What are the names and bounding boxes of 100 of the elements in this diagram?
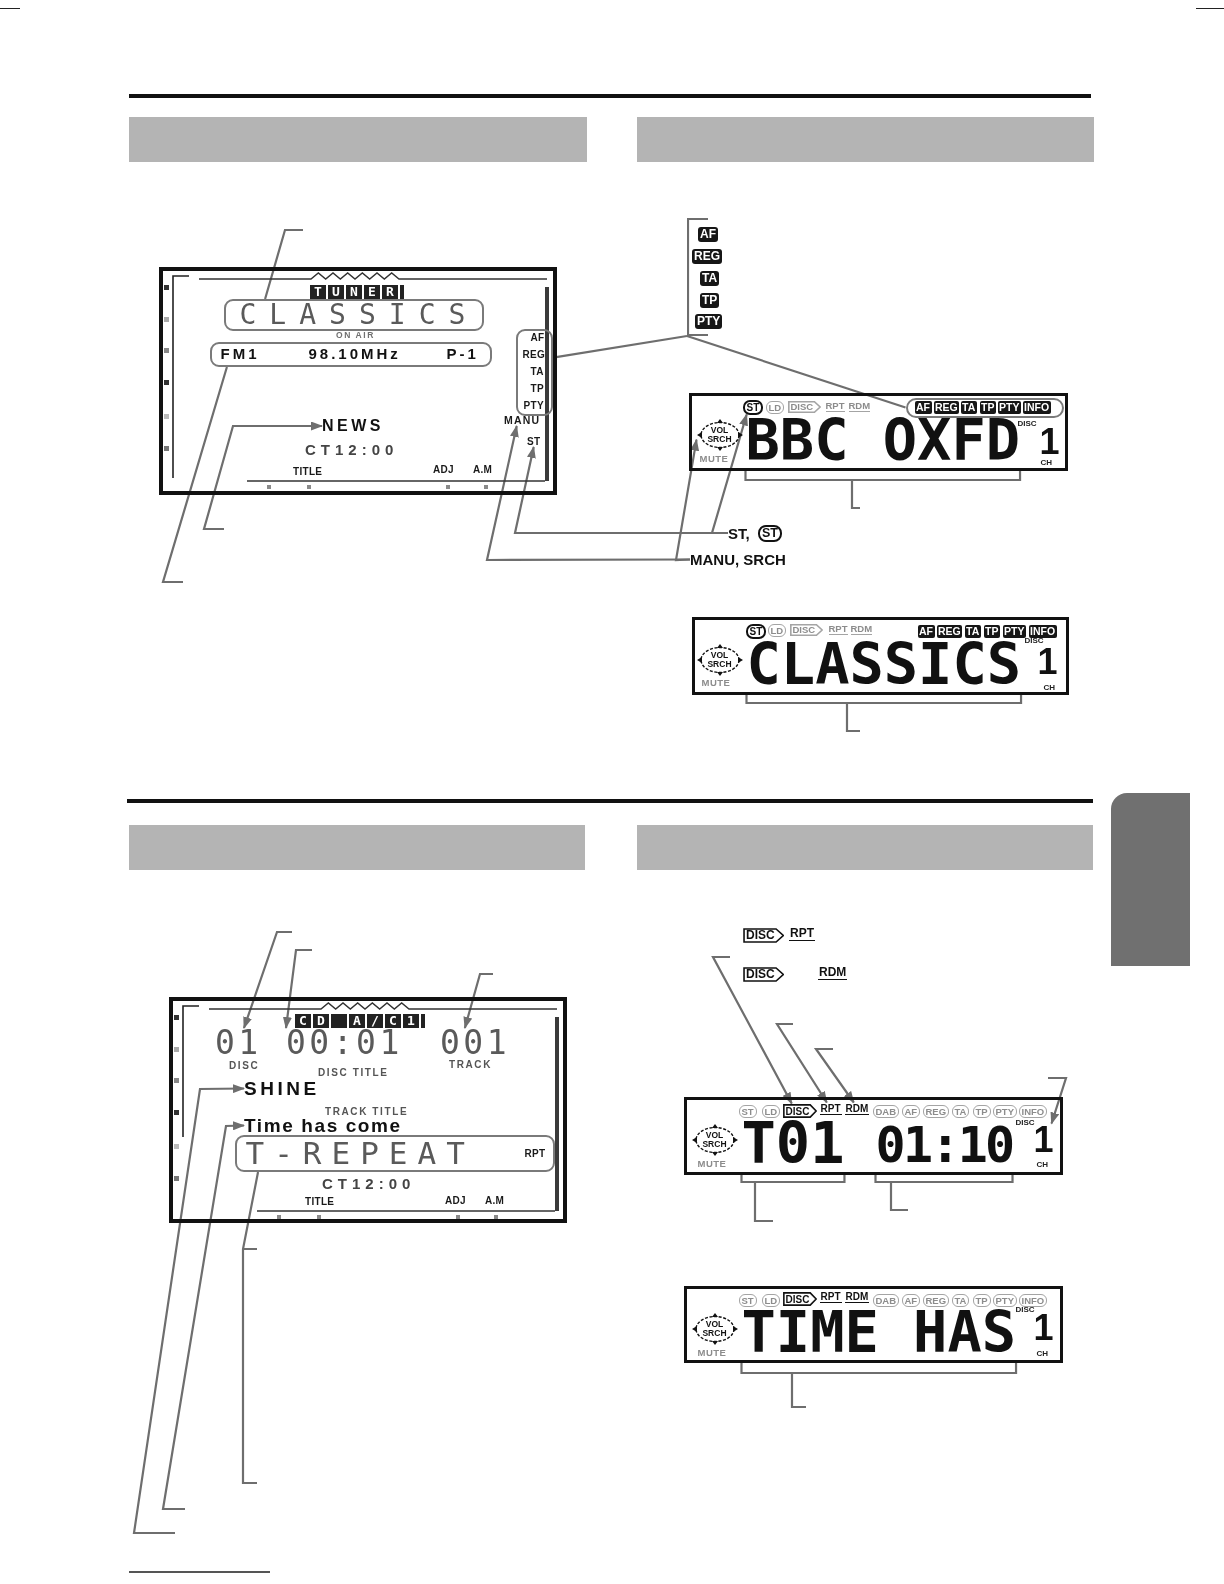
tag-indicator: DISC [782, 1103, 818, 1118]
indicator-label: VOL SRCH [701, 1319, 728, 1338]
indicator-label: VOL SRCH [701, 1130, 728, 1149]
inverted-indicator: PTY [1002, 624, 1026, 638]
arrow [161, 1121, 245, 1511]
arrow [1048, 1076, 1068, 1125]
display-panel [159, 267, 557, 495]
indicator-label: CH [1036, 1159, 1049, 1169]
indicator-label: DISC [1015, 1117, 1035, 1127]
indicator-label: DISC [1015, 1304, 1035, 1314]
callout-text: ST, [728, 525, 750, 542]
inverted-indicator: TP [979, 400, 996, 414]
display-text: P-1 [446, 345, 479, 362]
segment-text: 01:10 [875, 1119, 1013, 1175]
indicator-label: ST [527, 436, 541, 447]
indicator-label: TRACK [449, 1059, 492, 1070]
indicator-label: REG [522, 348, 546, 360]
inverted-indicator: REG [933, 400, 960, 414]
unlit-indicator: TP [972, 1104, 991, 1118]
unlit-indicator: LD [767, 623, 787, 637]
clock-text: CT12:00 [305, 442, 399, 458]
unlit-indicator: REG [922, 1293, 950, 1307]
unlit-indicator: TA [951, 1293, 970, 1307]
indicator-label: MANU [504, 414, 541, 426]
leader-line [740, 1361, 1018, 1409]
highlight-frame [905, 397, 1064, 418]
tag-indicator: DISC [743, 928, 784, 943]
inverted-indicator: REG [692, 249, 722, 264]
inverted-indicator: INFO [1022, 400, 1051, 414]
indicator-label: DISC [1024, 635, 1044, 645]
unlit-indicator: PTY [992, 1104, 1017, 1118]
unlit-indicator: DISC [787, 400, 822, 413]
indicator-label: ADJ [445, 1195, 466, 1206]
indicator-label: TP [530, 382, 544, 394]
unlit-indicator: PTY [992, 1293, 1017, 1307]
leader-line [264, 228, 303, 300]
highlight-frame [235, 1135, 555, 1172]
unlit-indicator: INFO [1018, 1293, 1048, 1307]
indicator-label: A.M [485, 1195, 505, 1206]
inverted-indicator: TP [700, 293, 720, 308]
display-text: FM1 [220, 345, 260, 362]
unlit-indicator: AF [901, 1293, 921, 1307]
tag-indicator: DISC [782, 1291, 818, 1306]
unlit-indicator: RDM [850, 622, 873, 635]
indicator-label: TRACK TITLE [325, 1106, 409, 1117]
indicator-label: CH [1040, 457, 1053, 467]
unlit-indicator: LD [765, 400, 785, 414]
dot-matrix-text: 01 [215, 1028, 262, 1058]
tag-indicator: DISC [743, 967, 784, 982]
underlined-indicator: RDM [844, 1290, 870, 1303]
arrow [710, 413, 748, 535]
indicator-label: RPT [524, 1147, 546, 1159]
indicator-label: TA [530, 365, 544, 377]
arrow [202, 421, 323, 531]
leader-line [161, 366, 228, 584]
underlined-indicator: RDM [844, 1102, 870, 1115]
display-panel [169, 997, 567, 1223]
arrow [674, 438, 700, 562]
unlit-indicator: ST [738, 1104, 757, 1118]
circled-indicator: ST [742, 399, 764, 415]
inverted-indicator: TA [700, 271, 720, 286]
indicator-label: PTY [523, 399, 544, 411]
unlit-indicator: AF [901, 1104, 921, 1118]
inverted-indicator: TA [964, 624, 981, 638]
indicator-label: VOL SRCH [706, 650, 733, 669]
underlined-indicator: RPT [819, 1290, 842, 1303]
arrow [463, 972, 493, 1029]
unlit-indicator: RDM [848, 399, 871, 412]
indicator-label: ADJ [433, 464, 454, 475]
dot-matrix-text: 00:01 [286, 1028, 403, 1058]
unlit-indicator: TP [972, 1293, 991, 1307]
unlit-indicator: DAB [872, 1104, 900, 1118]
unlit-indicator: MUTE [697, 1346, 727, 1358]
inverted-indicator: REG [936, 624, 963, 638]
segment-digit: 1 [1037, 645, 1058, 678]
unlit-indicator: MUTE [699, 452, 729, 464]
leader-line [874, 1173, 1014, 1212]
indicator-label: DISC [1017, 418, 1037, 428]
arrow [242, 930, 292, 1029]
segment-text: T01 [741, 1116, 845, 1174]
arrow [813, 1047, 855, 1104]
unlit-indicator: INFO [1018, 1104, 1048, 1118]
segment-text: CLASSICS [746, 637, 1022, 695]
indicator-label: AF [530, 331, 545, 343]
underlined-indicator: RPT [819, 1102, 842, 1115]
lcd-display [684, 1097, 1063, 1175]
display-text: Time has come [244, 1115, 402, 1136]
leader-line [744, 469, 1022, 510]
inverted-indicator: PTY [695, 314, 723, 329]
segment-digit: 1 [1039, 425, 1060, 458]
inverted-indicator: TA [960, 400, 977, 414]
unlit-indicator: MUTE [697, 1157, 727, 1169]
display-text: NEWS [322, 417, 384, 435]
highlight-frame [516, 329, 553, 416]
unlit-indicator: LD [761, 1104, 781, 1118]
leader-line [686, 334, 906, 409]
lcd-display [689, 393, 1068, 471]
callout-text: MANU, SRCH [690, 551, 786, 568]
inverted-indicator: TP [983, 624, 1000, 638]
indicator-label: TITLE [305, 1196, 335, 1207]
